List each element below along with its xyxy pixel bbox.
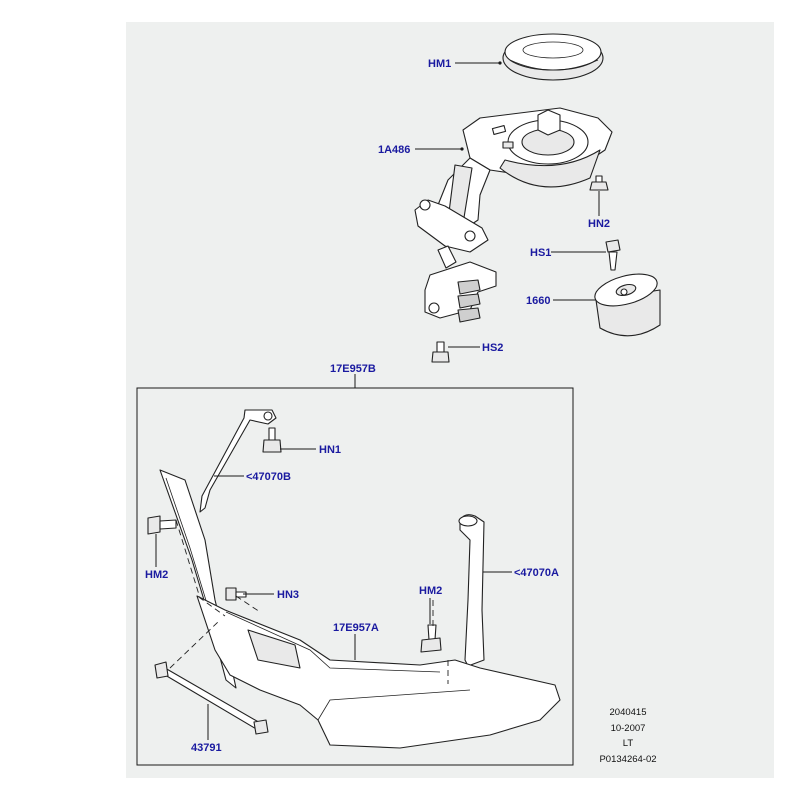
leader-lines (155, 61, 606, 740)
callout-hs2: HS2 (482, 342, 503, 354)
reference-line-2: 10-2007 (611, 723, 646, 734)
callout-43791: 43791 (191, 742, 222, 754)
callout-hn3: HN3 (277, 589, 299, 601)
callout-1a486: 1A486 (378, 144, 410, 156)
bolt-hn2 (589, 175, 609, 191)
callout-47070b: <47070B (246, 471, 291, 483)
dashed-guide-lines (169, 519, 449, 684)
tie-rod-43791 (154, 661, 269, 735)
bolt-hs2 (431, 341, 450, 363)
callout-hn1: HN1 (319, 444, 341, 456)
bolt-hs1 (605, 239, 621, 271)
bracket-47070b (199, 409, 277, 513)
reference-line-3: LT (623, 738, 634, 749)
carrier-bracket-1a486 (414, 107, 613, 323)
bolt-hm2-left (147, 515, 177, 535)
cover-cap-hm1 (502, 33, 604, 81)
callout-hm2-right: HM2 (419, 585, 442, 597)
bracket-47070a (458, 514, 485, 667)
callout-hm1: HM1 (428, 58, 451, 70)
callout-17e957a: 17E957A (333, 622, 379, 634)
callout-hm2-left: HM2 (145, 569, 168, 581)
callout-hn2: HN2 (588, 218, 610, 230)
callout-1660: 1660 (526, 295, 550, 307)
callout-47070a: <47070A (514, 567, 559, 579)
bolt-hm2-right (420, 624, 442, 653)
nut-hn1 (262, 427, 282, 453)
callout-hs1: HS1 (530, 247, 551, 259)
reference-line-1: 2040415 (610, 707, 647, 718)
wheel-spacer-1660 (594, 273, 661, 337)
screw-hn3 (225, 587, 247, 601)
reference-line-4: P0134264-02 (599, 754, 656, 765)
main-tray-17e957a (196, 595, 561, 749)
callout-17e957b: 17E957B (330, 363, 376, 375)
